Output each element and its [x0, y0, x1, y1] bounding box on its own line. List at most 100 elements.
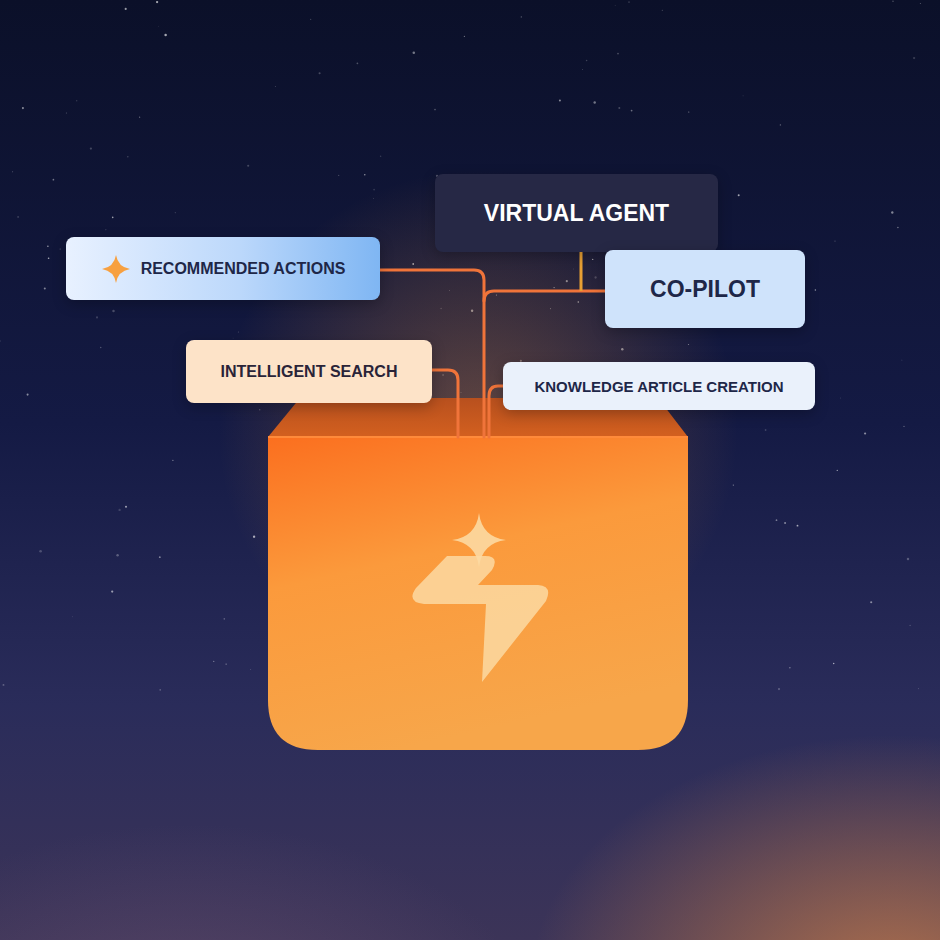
- star: [112, 310, 115, 313]
- box-edge: [268, 436, 688, 438]
- star: [156, 1, 158, 3]
- star: [139, 117, 140, 118]
- star: [864, 432, 866, 434]
- star: [593, 101, 595, 103]
- star: [733, 485, 734, 486]
- star: [521, 16, 522, 17]
- star: [172, 460, 173, 461]
- star: [53, 179, 55, 181]
- star: [918, 688, 919, 689]
- star: [373, 189, 375, 191]
- star: [738, 194, 740, 196]
- star: [614, 4, 616, 6]
- wire: [432, 370, 458, 437]
- star: [310, 18, 312, 20]
- node-label: VIRTUAL AGENT: [484, 200, 669, 227]
- wire: [484, 291, 605, 301]
- star: [39, 550, 42, 553]
- star: [631, 110, 633, 112]
- star: [12, 171, 13, 172]
- star: [901, 359, 903, 361]
- star: [789, 667, 791, 669]
- star: [225, 663, 226, 664]
- star: [891, 211, 893, 213]
- star: [897, 227, 899, 229]
- star: [158, 25, 160, 27]
- node-label: RECOMMENDED ACTIONS: [141, 260, 346, 278]
- box-body: [268, 437, 688, 750]
- star: [159, 556, 161, 558]
- star: [27, 394, 29, 396]
- star: [662, 10, 663, 11]
- logo-bolt: [412, 556, 548, 682]
- star: [907, 558, 909, 560]
- star: [797, 525, 799, 527]
- star: [617, 53, 619, 55]
- star: [116, 554, 118, 556]
- star: [164, 34, 167, 37]
- star: [743, 95, 744, 96]
- star: [223, 618, 225, 620]
- star: [250, 669, 252, 671]
- star: [127, 156, 129, 158]
- node-label: INTELLIGENT SEARCH: [221, 363, 398, 381]
- star: [275, 86, 276, 87]
- star: [159, 689, 161, 691]
- star: [586, 60, 588, 62]
- knowledge-article-box: KNOWLEDGE ARTICLE CREATION: [503, 362, 815, 410]
- star: [559, 99, 561, 101]
- virtual-agent-box: VIRTUAL AGENT: [435, 174, 718, 252]
- node-label: CO-PILOT: [650, 276, 760, 303]
- star: [833, 663, 834, 664]
- star: [364, 174, 365, 175]
- star: [618, 107, 620, 109]
- star: [125, 506, 127, 508]
- star: [96, 316, 98, 318]
- wire: [580, 252, 583, 291]
- star: [44, 288, 46, 290]
- star: [247, 165, 249, 167]
- star: [434, 109, 436, 111]
- star: [903, 426, 904, 427]
- star: [125, 8, 127, 10]
- star: [380, 156, 382, 158]
- star: [213, 661, 214, 662]
- star: [105, 229, 107, 231]
- star: [464, 36, 465, 37]
- star: [909, 625, 910, 626]
- sparkle-icon: [101, 254, 131, 284]
- star: [919, 3, 921, 5]
- star: [60, 248, 61, 249]
- intelligent-search-box: INTELLIGENT SEARCH: [186, 340, 432, 403]
- star: [22, 107, 24, 109]
- star: [232, 337, 234, 339]
- star: [357, 62, 359, 64]
- star: [815, 289, 817, 291]
- star: [338, 175, 339, 176]
- star: [778, 688, 780, 690]
- star: [840, 397, 842, 399]
- star: [17, 216, 19, 218]
- co-pilot-box: CO-PILOT: [605, 250, 805, 328]
- star: [72, 616, 74, 618]
- star: [765, 429, 767, 431]
- star: [581, 69, 583, 71]
- recommended-actions-box: RECOMMENDED ACTIONS: [66, 237, 380, 300]
- star: [118, 509, 120, 511]
- star: [870, 601, 872, 603]
- star: [111, 590, 113, 592]
- star: [0, 340, 1, 342]
- star: [319, 72, 321, 74]
- star: [892, 1, 893, 2]
- star: [413, 52, 416, 55]
- wire: [489, 386, 503, 437]
- star: [112, 217, 114, 219]
- star: [780, 124, 781, 125]
- star: [3, 684, 5, 686]
- star: [90, 147, 92, 149]
- star: [76, 100, 77, 101]
- star: [776, 519, 778, 521]
- star: [834, 240, 835, 241]
